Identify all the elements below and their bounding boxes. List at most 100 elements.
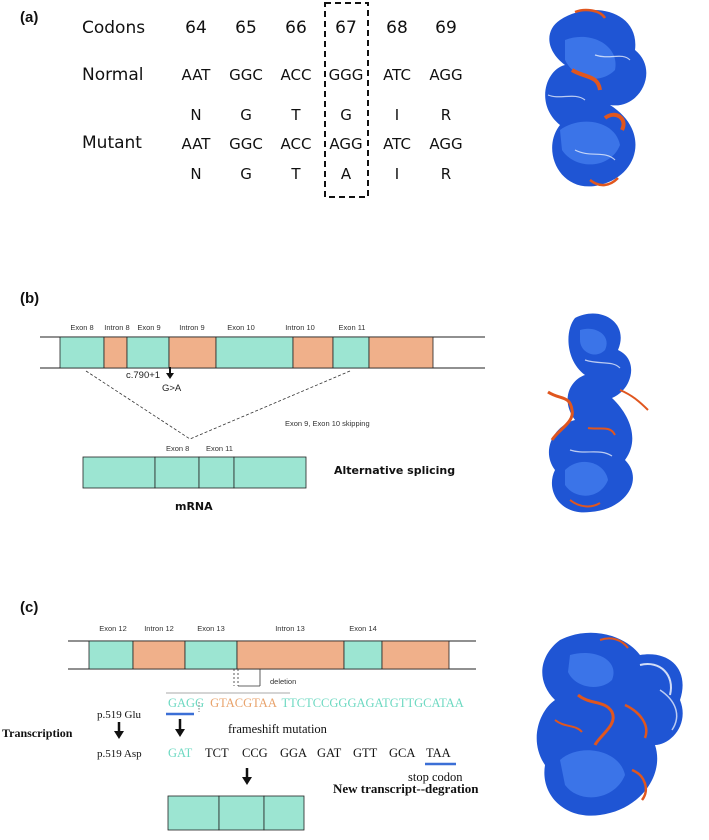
mrna-block — [82, 456, 156, 489]
new-codon: CCG — [242, 746, 268, 760]
segment-label: Intron 9 — [179, 323, 204, 332]
skipping-note: Exon 9, Exon 10 skipping — [285, 419, 370, 428]
normal-aa: I — [395, 106, 399, 124]
mrna-exon-label: Exon 8 — [166, 444, 189, 453]
mutant-aa: T — [290, 165, 301, 183]
normal-codon: GGC — [229, 66, 263, 84]
mutant-aa: R — [441, 165, 451, 183]
mrna-block — [198, 456, 235, 489]
mutant-codon: GGC — [229, 135, 263, 153]
down-arrow-icon — [114, 722, 124, 739]
codons-row-label: Codons — [82, 18, 145, 38]
mutant-aa: I — [395, 165, 399, 183]
new-codon: GAT — [317, 746, 342, 760]
splice-line-right — [189, 370, 351, 440]
mutation-position: c.790+1 — [126, 370, 160, 381]
segment-label: Exon 12 — [99, 624, 127, 633]
protein-structure-c — [536, 632, 683, 816]
splice-line-left — [85, 370, 191, 440]
intron-10-block — [292, 336, 334, 369]
new-codon: GAT — [168, 746, 193, 760]
segment-label: Exon 8 — [70, 323, 93, 332]
segment-label: Intron 8 — [104, 323, 129, 332]
normal-codon: ACC — [281, 66, 312, 84]
mutant-codon: ACC — [281, 135, 312, 153]
exon-8-block — [59, 336, 105, 369]
normal-aa: R — [441, 106, 451, 124]
seq-part-3: TTCTCCGGGAGATGTTGCATAA — [281, 696, 463, 710]
new-codon: TAA — [426, 746, 451, 760]
exon-9-block — [126, 336, 170, 369]
mutant-aa: N — [190, 165, 201, 183]
mutation-change: G>A — [162, 383, 182, 394]
codon-number: 67 — [335, 18, 357, 38]
segment-label: Intron 12 — [144, 624, 174, 633]
new-codon: TCT — [205, 746, 229, 760]
new-transcript-block — [263, 795, 305, 831]
p-asp-label: p.519 Asp — [97, 748, 142, 760]
codon-number: 68 — [386, 18, 408, 38]
mutant-codon: AAT — [182, 135, 212, 153]
mrna-label: mRNA — [175, 500, 213, 513]
down-arrow-icon — [242, 768, 252, 785]
alternative-splicing-label: Alternative splicing — [334, 464, 455, 477]
protein-structure-b — [547, 313, 649, 513]
intron-12-block — [132, 640, 186, 670]
normal-codon: ATC — [383, 66, 411, 84]
intron-14-block — [381, 640, 450, 670]
codon-number: 66 — [285, 18, 307, 38]
mutant-aa: A — [341, 165, 352, 183]
mrna-block — [233, 456, 307, 489]
exon-14-block — [343, 640, 383, 670]
new-codon: GTT — [353, 746, 378, 760]
codon-number: 64 — [185, 18, 207, 38]
mutant-codon: ATC — [383, 135, 411, 153]
normal-aa: N — [190, 106, 201, 124]
normal-aa: G — [340, 106, 352, 124]
new-transcript-block — [167, 795, 220, 831]
mrna-block — [154, 456, 200, 489]
mutant-codon: AGG — [329, 135, 362, 153]
p-glu-label: p.519 Glu — [97, 709, 142, 721]
segment-label: Intron 13 — [275, 624, 305, 633]
mutant-codon: AGG — [429, 135, 462, 153]
segment-label: Exon 9 — [137, 323, 160, 332]
panel-b-label: (b) — [20, 290, 39, 307]
normal-row-label: Normal — [82, 65, 144, 85]
normal-aa: G — [240, 106, 252, 124]
transcription-label: Transcription — [2, 726, 73, 740]
exon-13-block — [184, 640, 238, 670]
deletion-bracket — [166, 669, 290, 694]
new-transcript-block — [218, 795, 265, 831]
segment-label: Exon 10 — [227, 323, 255, 332]
intron-11-block — [368, 336, 434, 369]
deletion-label: deletion — [270, 677, 296, 686]
normal-codon: AAT — [182, 66, 212, 84]
normal-codon: GGG — [329, 66, 364, 84]
stop-codon-label: stop codon — [408, 770, 463, 784]
codon-number: 69 — [435, 18, 457, 38]
seq-part-1: GAGG — [168, 696, 204, 710]
codon-number: 65 — [235, 18, 257, 38]
mutant-aa: G — [240, 165, 252, 183]
segment-label: Intron 10 — [285, 323, 315, 332]
exon-12-block — [88, 640, 134, 670]
mutant-row-label: Mutant — [82, 133, 142, 153]
down-arrow-icon — [166, 367, 174, 379]
exon-11-block — [332, 336, 370, 369]
normal-aa: T — [290, 106, 301, 124]
intron-8-block — [103, 336, 128, 369]
segment-label: Exon 11 — [339, 323, 366, 332]
intron-13-block — [236, 640, 345, 670]
intron-9-block — [168, 336, 217, 369]
seq-part-2: GTACGTAA — [210, 696, 277, 710]
segment-label: Exon 14 — [349, 624, 377, 633]
segment-label: Exon 13 — [197, 624, 225, 633]
frameshift-label: frameshift mutation — [228, 722, 328, 736]
protein-structure-a — [545, 8, 647, 187]
sequence-line: GAGG GTACGTAA TTCTCCGGGAGATGTTGCATAA — [168, 696, 464, 710]
panel-c-label: (c) — [20, 599, 38, 616]
new-transcript-label: New transcript--degration — [333, 781, 479, 796]
mrna-exon-label: Exon 11 — [206, 444, 233, 453]
